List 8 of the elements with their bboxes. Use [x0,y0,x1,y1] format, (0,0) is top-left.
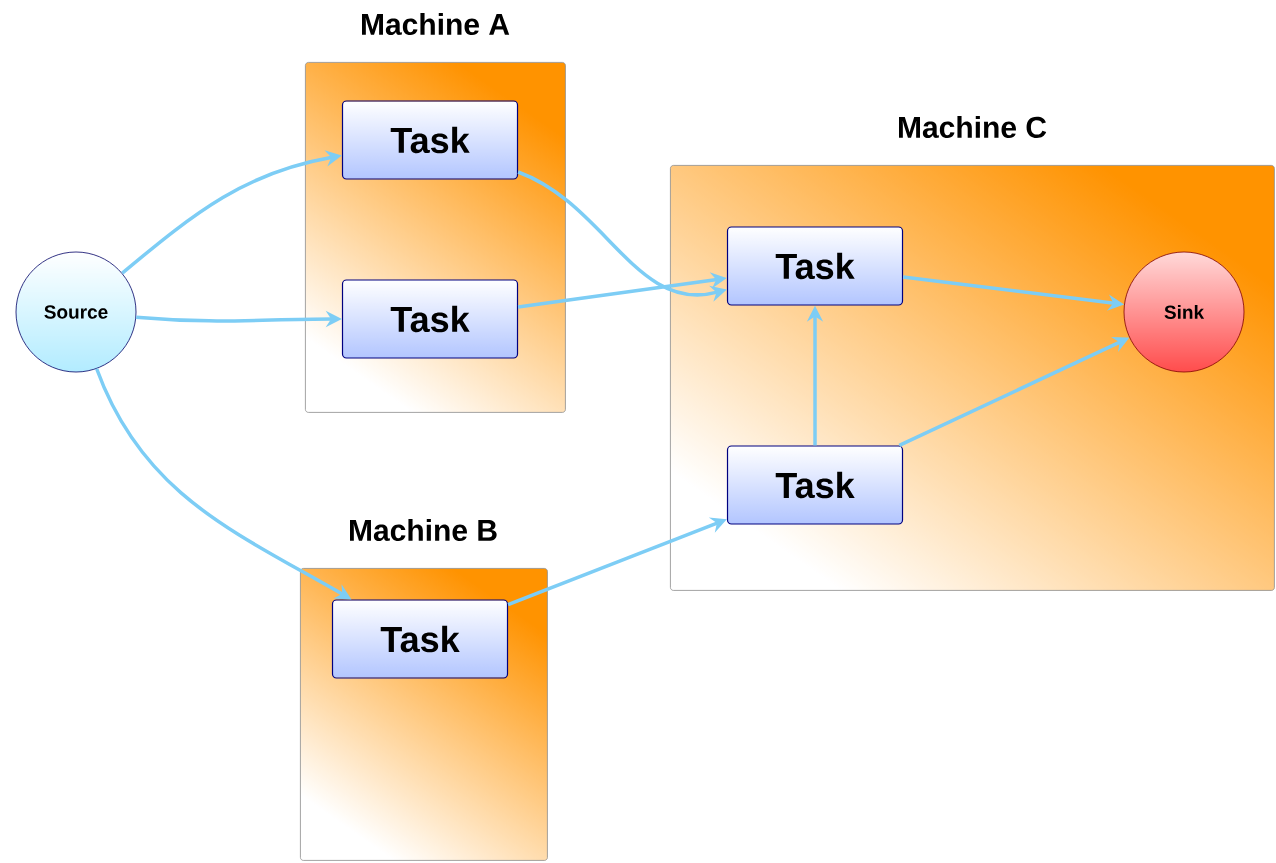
task-box: Task [331,599,509,679]
task-box: Task [726,226,904,306]
task-box: Task [341,279,519,359]
task-box: Task [726,445,904,525]
panel-heading: Machine C [899,116,1047,139]
panel-heading: Machine B [350,519,497,542]
panel-heading: Machine A [362,13,510,35]
task-box: Task [341,100,519,180]
